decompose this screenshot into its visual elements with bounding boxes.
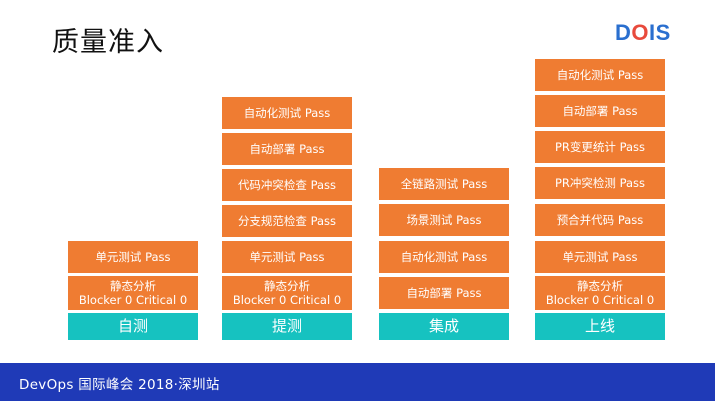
stage-integration: 集成 xyxy=(379,313,509,340)
slide-title: 质量准入 xyxy=(52,27,164,58)
static-analysis-result: Blocker 0 Critical 0 xyxy=(78,293,188,307)
static-analysis-label: 静态分析 xyxy=(110,279,156,293)
item-unit-test: 单元测试 Pass xyxy=(535,241,665,273)
item-unit-test: 单元测试 Pass xyxy=(222,241,352,273)
item-branch-rule-check: 分支规范检查 Pass xyxy=(222,205,352,237)
stage-submit-test: 提测 xyxy=(222,313,352,340)
static-analysis-result: Blocker 0 Critical 0 xyxy=(232,293,342,307)
item-full-link-test: 全链路测试 Pass xyxy=(379,168,509,200)
static-analysis-label: 静态分析 xyxy=(577,279,623,293)
item-static-analysis: 静态分析 Blocker 0 Critical 0 xyxy=(222,276,352,310)
item-pr-conflict-detect: PR冲突检测 Pass xyxy=(535,167,665,199)
footer-text: DevOps 国际峰会 2018·深圳站 xyxy=(19,377,220,393)
item-static-analysis: 静态分析 Blocker 0 Critical 0 xyxy=(535,276,665,310)
item-automation-test: 自动化测试 Pass xyxy=(535,59,665,91)
logo-letters-is: IS xyxy=(649,20,671,45)
item-auto-deploy: 自动部署 Pass xyxy=(535,95,665,127)
item-pre-merge-code: 预合并代码 Pass xyxy=(535,204,665,236)
static-analysis-label: 静态分析 xyxy=(264,279,310,293)
stage-self-test: 自测 xyxy=(68,313,198,340)
footer-bar: DevOps 国际峰会 2018·深圳站 xyxy=(0,363,715,401)
item-static-analysis: 静态分析 Blocker 0 Critical 0 xyxy=(68,276,198,310)
item-scenario-test: 场景测试 Pass xyxy=(379,204,509,236)
item-automation-test: 自动化测试 Pass xyxy=(379,241,509,273)
stage-release: 上线 xyxy=(535,313,665,340)
static-analysis-result: Blocker 0 Critical 0 xyxy=(545,293,655,307)
logo-letter-o: O xyxy=(631,20,650,45)
item-auto-deploy: 自动部署 Pass xyxy=(222,133,352,165)
dois-logo: DOIS xyxy=(615,20,671,46)
item-automation-test: 自动化测试 Pass xyxy=(222,97,352,129)
item-unit-test: 单元测试 Pass xyxy=(68,241,198,273)
item-code-conflict-check: 代码冲突检查 Pass xyxy=(222,169,352,201)
item-pr-change-stats: PR变更统计 Pass xyxy=(535,131,665,163)
item-auto-deploy: 自动部署 Pass xyxy=(379,277,509,309)
logo-letter-d: D xyxy=(615,20,632,45)
